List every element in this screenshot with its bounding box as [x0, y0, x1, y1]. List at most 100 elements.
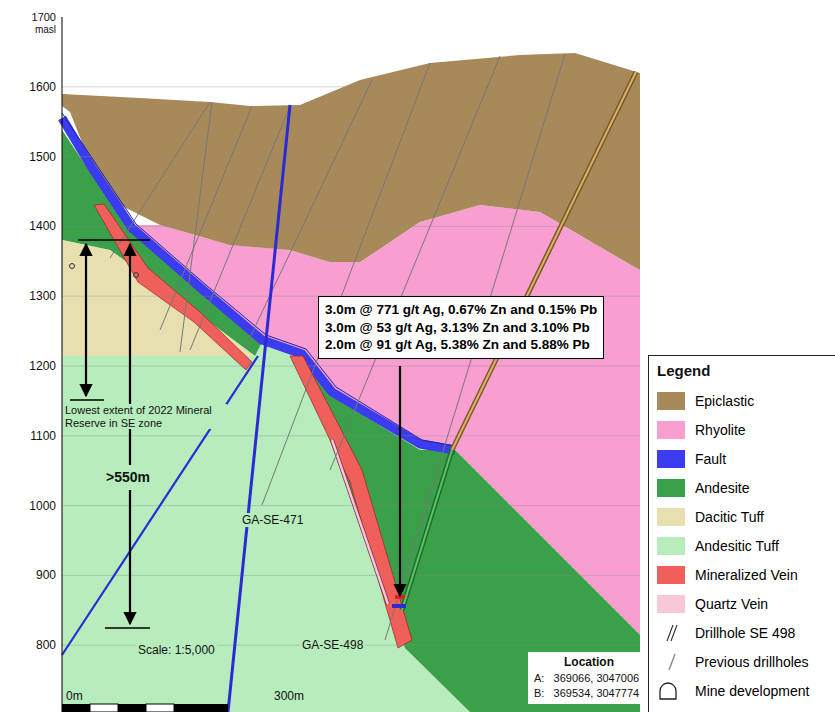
label: GA-SE-498: [300, 638, 365, 652]
drawing-part: [190, 106, 290, 350]
label: B: 369534, 3047774: [532, 687, 641, 700]
legend-text: Previous drillholes: [695, 654, 809, 670]
legend-item: Quartz Vein: [657, 593, 768, 615]
mineralized-vein: [290, 356, 412, 648]
legend-text: Dacitic Tuff: [695, 509, 764, 525]
legend-text: Epiclastic: [695, 393, 754, 409]
drawing-part: [70, 399, 104, 401]
drawing-part: [90, 704, 118, 712]
drawing-part: [660, 683, 676, 699]
legend-text: Andesitic Tuff: [695, 538, 779, 554]
legend-item: Previous drillholes: [657, 651, 809, 673]
quartz-vein: [332, 440, 388, 604]
legend-item: Mine development: [657, 680, 809, 702]
drawing-part: [105, 627, 150, 629]
legend-item: Dacitic Tuff: [657, 506, 764, 528]
drillhole-se-498: [452, 72, 636, 450]
legend-sample: [657, 624, 685, 642]
axis: [62, 17, 63, 712]
drawing-part: [62, 505, 640, 506]
label: Lowest extent of 2022 Mineral Reserve in…: [63, 404, 227, 429]
label: 1700: [18, 11, 56, 24]
legend-text: Rhyolite: [695, 422, 746, 438]
legend-item: Andesitic Tuff: [657, 535, 779, 557]
drawing-part: [85, 244, 87, 396]
label: 900: [18, 568, 56, 582]
legend-item: Drillhole SE 498: [657, 622, 795, 644]
label: 1100: [18, 429, 56, 443]
label: 300m: [272, 689, 306, 703]
legend-swatch: [657, 421, 685, 439]
drawing-part: [671, 625, 677, 641]
drawing-part: [62, 17, 63, 712]
mineralized-vein: [94, 204, 252, 370]
drawing-part: [62, 86, 640, 87]
drawing-part: [78, 239, 150, 241]
legend-swatch: [657, 537, 685, 555]
legend-text: Quartz Vein: [695, 596, 768, 612]
drillhole-se-498: [402, 450, 452, 610]
drawing-part: [180, 102, 212, 352]
drawing-part: [62, 435, 640, 436]
label: Location: [562, 655, 616, 669]
legend-swatch: [657, 450, 685, 468]
label: GA-SE-471: [240, 513, 305, 527]
legend-sample: [657, 653, 685, 671]
legend-swatch: [657, 595, 685, 613]
scale-bar: [62, 704, 228, 712]
drawing-part: [129, 244, 131, 465]
mine-development: [134, 273, 139, 278]
label: 1200: [18, 359, 56, 373]
legend-swatch: [657, 479, 685, 497]
label: 800: [18, 638, 56, 652]
drawing-part: [160, 106, 252, 330]
label: 1300: [18, 289, 56, 303]
label: 1500: [18, 149, 56, 163]
drawing-part: [146, 704, 174, 712]
legend-title: Legend: [657, 362, 710, 380]
legend-sample: [657, 682, 685, 700]
drawing-part: [129, 490, 131, 624]
legend-item: Epiclastic: [657, 390, 754, 412]
label: masl: [18, 24, 56, 36]
label: 1600: [18, 80, 56, 94]
drawing-part: [62, 156, 640, 157]
label: Scale: 1:5,000: [136, 643, 217, 657]
legend-item: Rhyolite: [657, 419, 746, 441]
assay-result: 3.0m @ 771 g/t Ag, 0.67% Zn and 0.15% Pb: [325, 301, 597, 319]
gridlines: [62, 87, 640, 645]
legend-text: Andesite: [695, 480, 749, 496]
fault: [62, 356, 258, 655]
legend-text: Fault: [695, 451, 726, 467]
drawing-part: [62, 704, 228, 712]
quartz-vein: [332, 440, 388, 604]
label: 0m: [64, 689, 85, 703]
legend-swatch: [657, 682, 685, 700]
label: A: 369066, 3047006: [532, 672, 641, 685]
legend-text: Mine development: [695, 683, 809, 699]
fault: [228, 105, 290, 712]
legend-text: Drillhole SE 498: [695, 625, 795, 641]
mine-development: [70, 264, 75, 269]
legend-swatch: [657, 508, 685, 526]
legend-item: Mineralized Vein: [657, 564, 798, 586]
fault-edge: [62, 113, 455, 446]
legend-swatch: [657, 653, 685, 671]
drawing-part: [669, 654, 675, 670]
label: >550m: [104, 469, 152, 486]
drillhole-se-498: [452, 72, 636, 450]
legend-swatch: [657, 624, 685, 642]
legend-swatch: [657, 566, 685, 584]
intercept-mark: [392, 604, 406, 608]
drawing-part: [62, 226, 640, 227]
assay-result: 2.0m @ 91 g/t Ag, 5.38% Zn and 5.88% Pb: [325, 336, 597, 354]
drillhole-se-498: [402, 450, 452, 610]
callout-box: 3.0m @ 771 g/t Ag, 0.67% Zn and 0.15% Pb…: [318, 296, 604, 359]
assay-result: 3.0m @ 53 g/t Ag, 3.13% Zn and 3.10% Pb: [325, 319, 597, 337]
drawing-part: [62, 575, 640, 576]
drawing-part: [399, 366, 401, 596]
drawing-part: [62, 366, 640, 367]
legend-item: Fault: [657, 448, 726, 470]
legend-item: Andesite: [657, 477, 749, 499]
legend-text: Mineralized Vein: [695, 567, 798, 583]
